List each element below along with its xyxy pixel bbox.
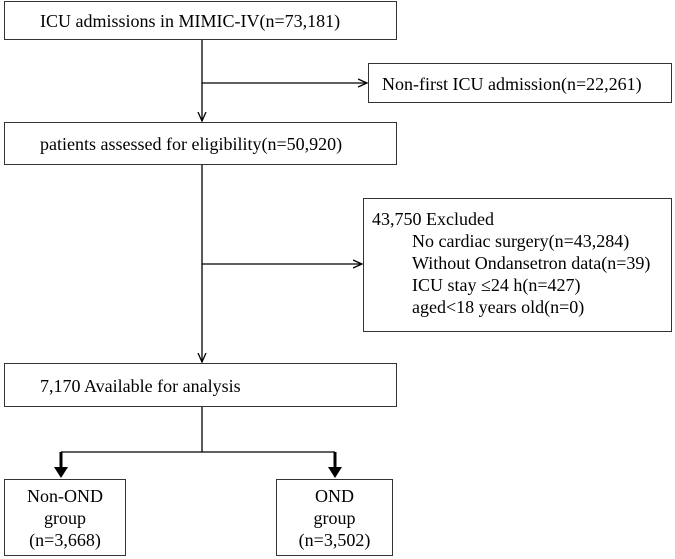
- non-ond-line1: Non-OND: [27, 485, 103, 506]
- non-ond-box: Non-OND group (n=3,668): [4, 479, 126, 556]
- excluded-title: 43,750 Excluded: [372, 209, 494, 229]
- excluded-box: 43,750 Excluded No cardiac surgery(n=43,…: [363, 198, 672, 332]
- admissions-label: ICU admissions in MIMIC-IV(n=73,181): [40, 11, 341, 31]
- excluded-item: ICU stay ≤24 h(n=427): [412, 275, 581, 295]
- non-first-box: Non-first ICU admission(n=22,261): [368, 63, 672, 103]
- non-ond-line3: (n=3,668): [29, 529, 101, 550]
- ond-line3: (n=3,502): [298, 529, 371, 550]
- available-box: 7,170 Available for analysis: [4, 363, 397, 407]
- eligibility-box: patients assessed for eligibility(n=50,9…: [4, 122, 397, 165]
- excluded-item: No cardiac surgery(n=43,284): [412, 231, 630, 251]
- eligibility-label: patients assessed for eligibility(n=50,9…: [40, 134, 343, 154]
- excluded-item: Without Ondansetron data(n=39): [412, 253, 651, 273]
- excluded-item: aged<18 years old(n=0): [412, 297, 585, 317]
- ond-line1: OND: [315, 485, 354, 506]
- available-label: 7,170 Available for analysis: [40, 376, 241, 396]
- ond-box: OND group (n=3,502): [276, 479, 393, 556]
- arrowhead-ond: [328, 467, 342, 478]
- excluded-list: No cardiac surgery(n=43,284) Without Ond…: [412, 230, 650, 318]
- non-first-label: Non-first ICU admission(n=22,261): [382, 74, 642, 94]
- ond-line2: group: [313, 507, 356, 528]
- arrowhead-non-ond: [54, 467, 68, 478]
- admissions-box: ICU admissions in MIMIC-IV(n=73,181): [4, 1, 397, 40]
- non-ond-line2: group: [44, 507, 86, 528]
